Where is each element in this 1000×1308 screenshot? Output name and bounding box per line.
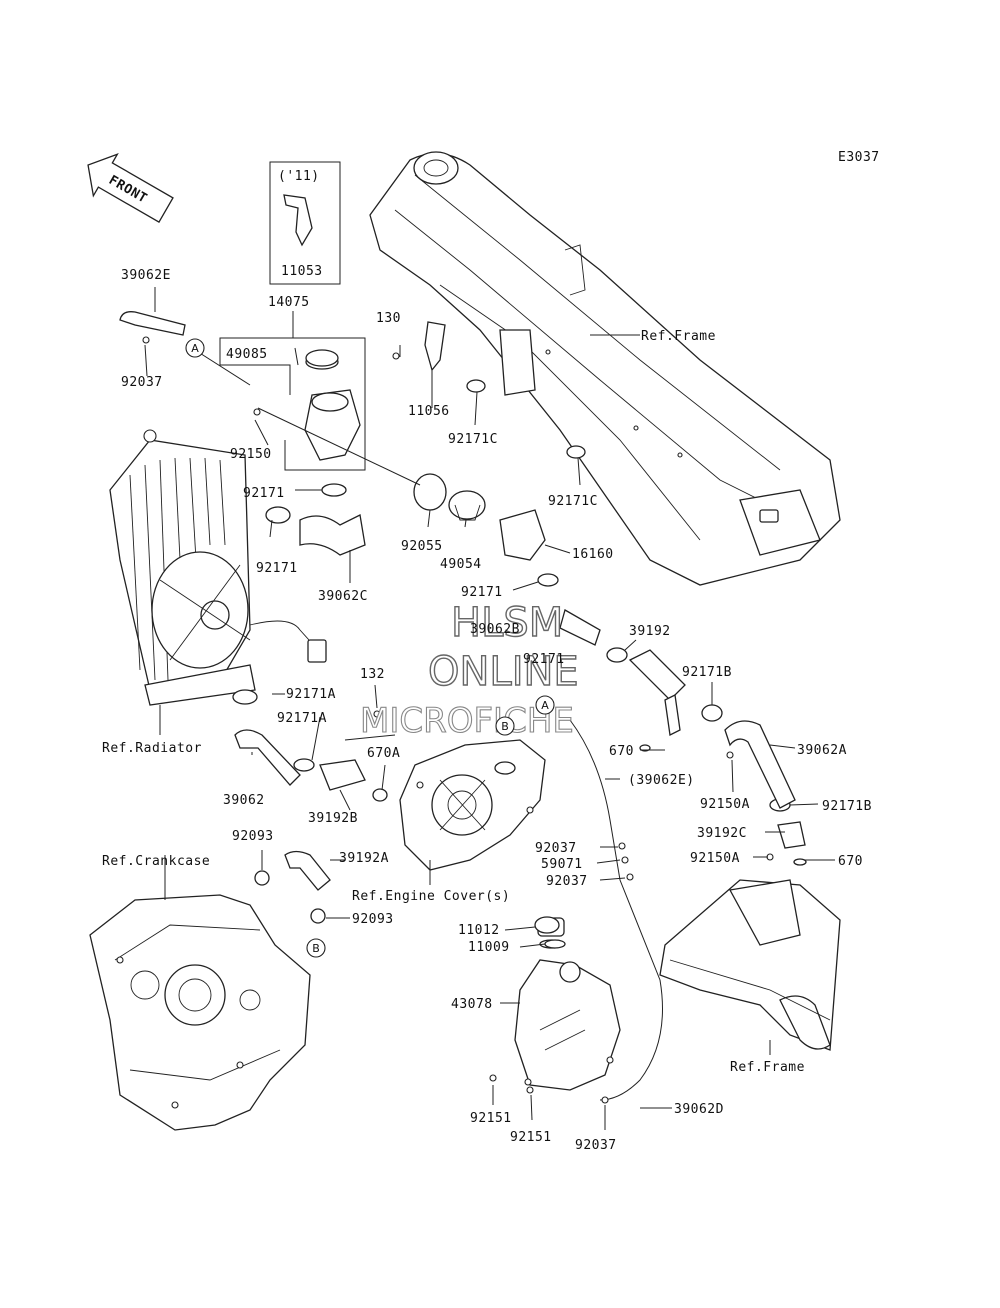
part-label: 92171B — [822, 799, 872, 814]
year-variant-label: ('11) — [278, 169, 320, 184]
part-label: 39062B — [470, 622, 520, 637]
part-label: 16160 — [572, 547, 614, 562]
frame-bottom-drawing — [659, 879, 841, 1051]
part-label: 92150A — [700, 797, 750, 812]
part-label: 92171 — [523, 652, 565, 667]
part-label: 92171B — [682, 665, 732, 680]
svg-text:A: A — [191, 342, 199, 355]
ref-frame-bottom: Ref.Frame — [730, 1060, 805, 1075]
part-label: 11053 — [281, 264, 323, 279]
marker-b-crankcase: B — [306, 938, 326, 958]
radiator-drawing — [109, 429, 327, 706]
watermark-line-2: ONLINE — [428, 649, 579, 695]
svg-text:B: B — [501, 720, 509, 733]
part-label: 39062C — [318, 589, 368, 604]
ref-radiator: Ref.Radiator — [102, 741, 202, 756]
part-label: 670 — [838, 854, 863, 869]
crankcase-drawing — [89, 894, 311, 1131]
part-label: 92171A — [277, 711, 327, 726]
part-label: 11012 — [458, 923, 500, 938]
part-label: 92171C — [448, 432, 498, 447]
frame-top-drawing — [369, 151, 841, 586]
ref-frame-top: Ref.Frame — [641, 329, 716, 344]
part-label: 92037 — [575, 1138, 617, 1153]
part-label: 92037 — [121, 375, 163, 390]
part-label: 92171A — [286, 687, 336, 702]
part-label: 14075 — [268, 295, 310, 310]
part-label: 39062A — [797, 743, 847, 758]
part-label: (39062E) — [628, 773, 695, 788]
marker-a-middle: A — [535, 695, 555, 715]
marker-b-engine-cover: B — [495, 716, 515, 736]
part-label: 59071 — [541, 857, 583, 872]
part-label: 92093 — [232, 829, 274, 844]
part-label: 39062 — [223, 793, 265, 808]
year-variant-box — [269, 161, 341, 285]
part-label: 92093 — [352, 912, 394, 927]
part-label: 39192A — [339, 851, 389, 866]
part-label: 43078 — [451, 997, 493, 1012]
part-label: 39062E — [121, 268, 171, 283]
part-label: 670 — [609, 744, 634, 759]
small-parts — [119, 194, 807, 1104]
part-label: 92171 — [461, 585, 503, 600]
part-label: 92171 — [256, 561, 298, 576]
part-label: 92055 — [401, 539, 443, 554]
part-label: 92037 — [535, 841, 577, 856]
part-label: 92150A — [690, 851, 740, 866]
part-label: 39192 — [629, 624, 671, 639]
part-label: 92150 — [230, 447, 272, 462]
diagram-code: E3037 — [838, 150, 880, 165]
part-label: 49054 — [440, 557, 482, 572]
svg-text:A: A — [541, 699, 549, 712]
part-label: 92171C — [548, 494, 598, 509]
part-label: 130 — [376, 311, 401, 326]
part-label: 39062D — [674, 1102, 724, 1117]
part-label: 92151 — [470, 1111, 512, 1126]
part-label: 49085 — [226, 347, 268, 362]
part-label: 92151 — [510, 1130, 552, 1145]
part-label: 11056 — [408, 404, 450, 419]
pump-cover-drawing — [514, 917, 621, 1091]
engine-cover-drawing — [399, 739, 546, 871]
marker-a-top: A — [185, 338, 205, 358]
part-label: 132 — [360, 667, 385, 682]
ref-engine-cover: Ref.Engine Cover(s) — [352, 889, 510, 904]
part-label: 39192C — [697, 826, 747, 841]
part-label: 11009 — [468, 940, 510, 955]
leader-lines — [144, 287, 835, 1130]
part-label: 92037 — [546, 874, 588, 889]
front-arrow-icon: FRONT — [87, 152, 174, 224]
part-label: 39192B — [308, 811, 358, 826]
svg-text:B: B — [312, 942, 320, 955]
ref-crankcase: Ref.Crankcase — [102, 854, 210, 869]
watermark-line-1: HLSM — [451, 600, 563, 646]
part-label: 92171 — [243, 486, 285, 501]
part-label: 670A — [367, 746, 400, 761]
